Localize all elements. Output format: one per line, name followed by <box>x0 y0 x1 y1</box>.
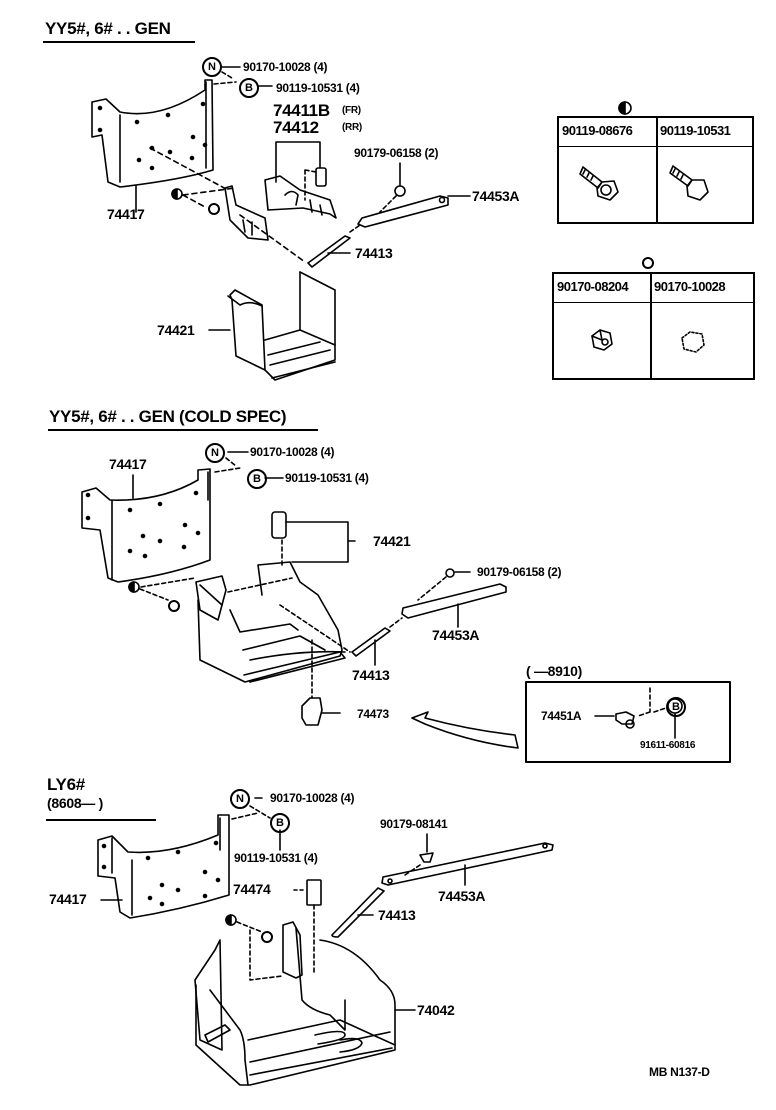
section3-insulator: 74474 <box>233 881 271 897</box>
section2-clip-nut: 90179-06158 (2) <box>477 565 562 579</box>
bolt-symbol: B <box>270 813 290 833</box>
section2-plate: 74417 <box>109 456 147 472</box>
section3-title-underline <box>46 819 156 821</box>
section1-tray: 74421 <box>157 322 195 338</box>
section1-plate: 74417 <box>107 206 145 222</box>
section2-title: YY5#, 6# . . GEN (COLD SPEC) <box>49 407 287 426</box>
section2-title-underline <box>48 429 318 431</box>
inset-title: ( —8910) <box>526 663 582 679</box>
section3-title-line1: LY6# <box>47 775 85 794</box>
table-col-1: 90119-08676 <box>562 123 633 138</box>
inset-drawing <box>525 681 731 763</box>
table-divider <box>656 118 658 222</box>
table-header <box>554 274 753 303</box>
inset-part: 74451A <box>541 709 582 723</box>
table-divider <box>650 274 652 378</box>
section1-bracket-rr: 74412 <box>273 118 319 137</box>
table1-art <box>579 101 709 201</box>
section2-nut-callout: 90170-10028 (4) <box>250 445 335 459</box>
reference-table-nuts: 90170-08204 90170-10028 <box>552 272 755 380</box>
section1-title-underline <box>43 41 195 43</box>
section1-nut-callout: 90170-10028 (4) <box>243 60 328 74</box>
reference-table-bolts: 90119-08676 90119-10531 <box>557 116 754 224</box>
section1-bracket-rr-note: (RR) <box>342 122 362 133</box>
table-col-2: 90119-10531 <box>660 123 731 138</box>
section3-carrier: 74042 <box>417 1002 455 1018</box>
section3-drawing <box>97 797 554 1086</box>
section1-rod: 74413 <box>355 245 393 261</box>
footer-code: MB N137-D <box>649 1065 710 1079</box>
section3-bolt-callout: 90119-10531 (4) <box>234 851 318 865</box>
section2-bolt-callout: 90119-10531 (4) <box>285 471 369 485</box>
bolt-symbol: B <box>666 697 686 717</box>
section3-clamp: 74453A <box>438 888 486 904</box>
section2-clamp: 74453A <box>432 627 480 643</box>
section2-tray: 74421 <box>373 533 411 549</box>
section1-clip-nut: 90179-06158 (2) <box>354 146 439 160</box>
section3-rod: 74413 <box>378 907 416 923</box>
section1-title: YY5#, 6# . . GEN <box>45 19 171 38</box>
section1-clamp: 74453A <box>472 188 520 204</box>
nut-symbol: N <box>205 443 225 463</box>
section1-bracket-fr: 74411B <box>273 101 330 120</box>
section3-title-line2: (8608— ) <box>47 795 103 811</box>
table-header <box>559 118 752 147</box>
section3-clip-nut: 90179-08141 <box>380 817 448 831</box>
table-col-2: 90170-10028 <box>654 279 726 294</box>
section1-drawing <box>91 66 471 381</box>
section2-drawing <box>81 451 519 749</box>
table-col-1: 90170-08204 <box>557 279 629 294</box>
section1-bolt-callout: 90119-10531 (4) <box>276 81 360 95</box>
inset-bolt: 91611-60816 <box>640 740 696 751</box>
section3-plate: 74417 <box>49 891 87 907</box>
bolt-symbol: B <box>247 469 267 489</box>
section3-nut-callout: 90170-10028 (4) <box>270 791 355 805</box>
nut-symbol: N <box>202 57 222 77</box>
section1-bracket-fr-note: (FR) <box>342 105 361 116</box>
section2-insulator: 74473 <box>357 707 389 721</box>
bolt-symbol: B <box>239 78 259 98</box>
plate-74417 <box>91 79 214 188</box>
nut-symbol: N <box>230 789 250 809</box>
table2-art <box>591 257 705 353</box>
section2-rod: 74413 <box>352 667 390 683</box>
carrier-74042 <box>194 939 223 1051</box>
